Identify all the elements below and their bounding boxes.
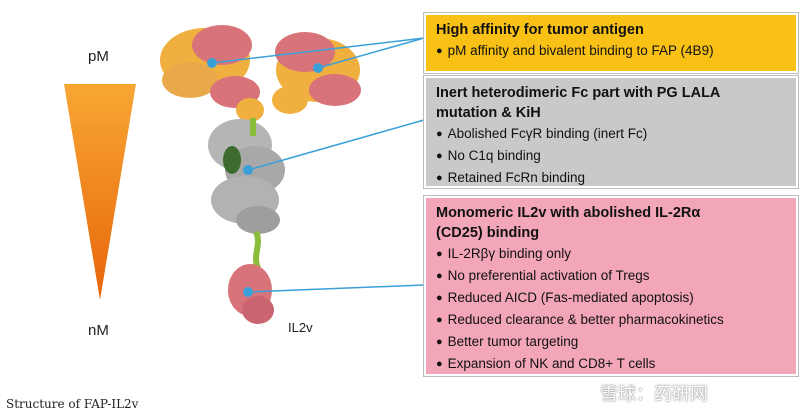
fab-arm-right bbox=[272, 32, 361, 114]
list-item: Abolished FcγR binding (inert Fc) bbox=[436, 123, 786, 145]
list-item: Better tumor targeting bbox=[436, 331, 786, 353]
fc-box-list: Abolished FcγR binding (inert Fc) No C1q… bbox=[436, 123, 786, 189]
il2v-label: IL2v bbox=[288, 320, 313, 335]
affinity-box: High affinity for tumor antigen pM affin… bbox=[423, 12, 799, 74]
fc-box-title-line1: Inert heterodimeric Fc part with PG LALA bbox=[436, 85, 721, 101]
scale-top-label: pM bbox=[88, 48, 109, 65]
affinity-gradient-triangle bbox=[64, 84, 136, 300]
connector-fc bbox=[247, 119, 425, 171]
marker-fab-left bbox=[207, 58, 217, 68]
fc-region bbox=[208, 118, 285, 234]
list-item: Expansion of NK and CD8+ T cells bbox=[436, 353, 786, 375]
marker-il2v bbox=[243, 287, 253, 297]
il2v-box-list: IL-2Rβγ binding only No preferential act… bbox=[436, 243, 786, 375]
marker-fab-right bbox=[313, 63, 323, 73]
connector-il2v bbox=[247, 284, 425, 293]
affinity-box-list: pM affinity and bivalent binding to FAP … bbox=[436, 40, 786, 62]
list-item: Retained FcRn binding bbox=[436, 167, 786, 189]
list-item: Reduced AICD (Fas-mediated apoptosis) bbox=[436, 287, 786, 309]
watermark: 雪球：药研网 bbox=[600, 384, 708, 404]
fc-box: Inert heterodimeric Fc part with PG LALA… bbox=[423, 75, 799, 189]
il2v-box-title-line1: Monomeric IL2v with abolished IL-2Rα bbox=[436, 205, 701, 221]
list-item: No preferential activation of Tregs bbox=[436, 265, 786, 287]
list-item: pM affinity and bivalent binding to FAP … bbox=[436, 40, 786, 62]
linker bbox=[253, 230, 261, 270]
il2v-box-title-line2: (CD25) binding bbox=[436, 225, 540, 241]
il2v-box: Monomeric IL2v with abolished IL-2Rα (CD… bbox=[423, 195, 799, 377]
affinity-box-title: High affinity for tumor antigen bbox=[436, 22, 644, 38]
list-item: IL-2Rβγ binding only bbox=[436, 243, 786, 265]
list-item: No C1q binding bbox=[436, 145, 786, 167]
marker-fc bbox=[243, 165, 253, 175]
figure-caption: Structure of FAP-IL2v bbox=[6, 397, 139, 411]
list-item: Reduced clearance & better pharmacokinet… bbox=[436, 309, 786, 331]
scale-bottom-label: nM bbox=[88, 322, 109, 339]
connector-fab-right bbox=[317, 37, 425, 69]
connector-fab-left bbox=[211, 37, 425, 64]
fc-box-title-line2: mutation & KiH bbox=[436, 105, 541, 121]
fab-arm-left bbox=[160, 25, 264, 122]
